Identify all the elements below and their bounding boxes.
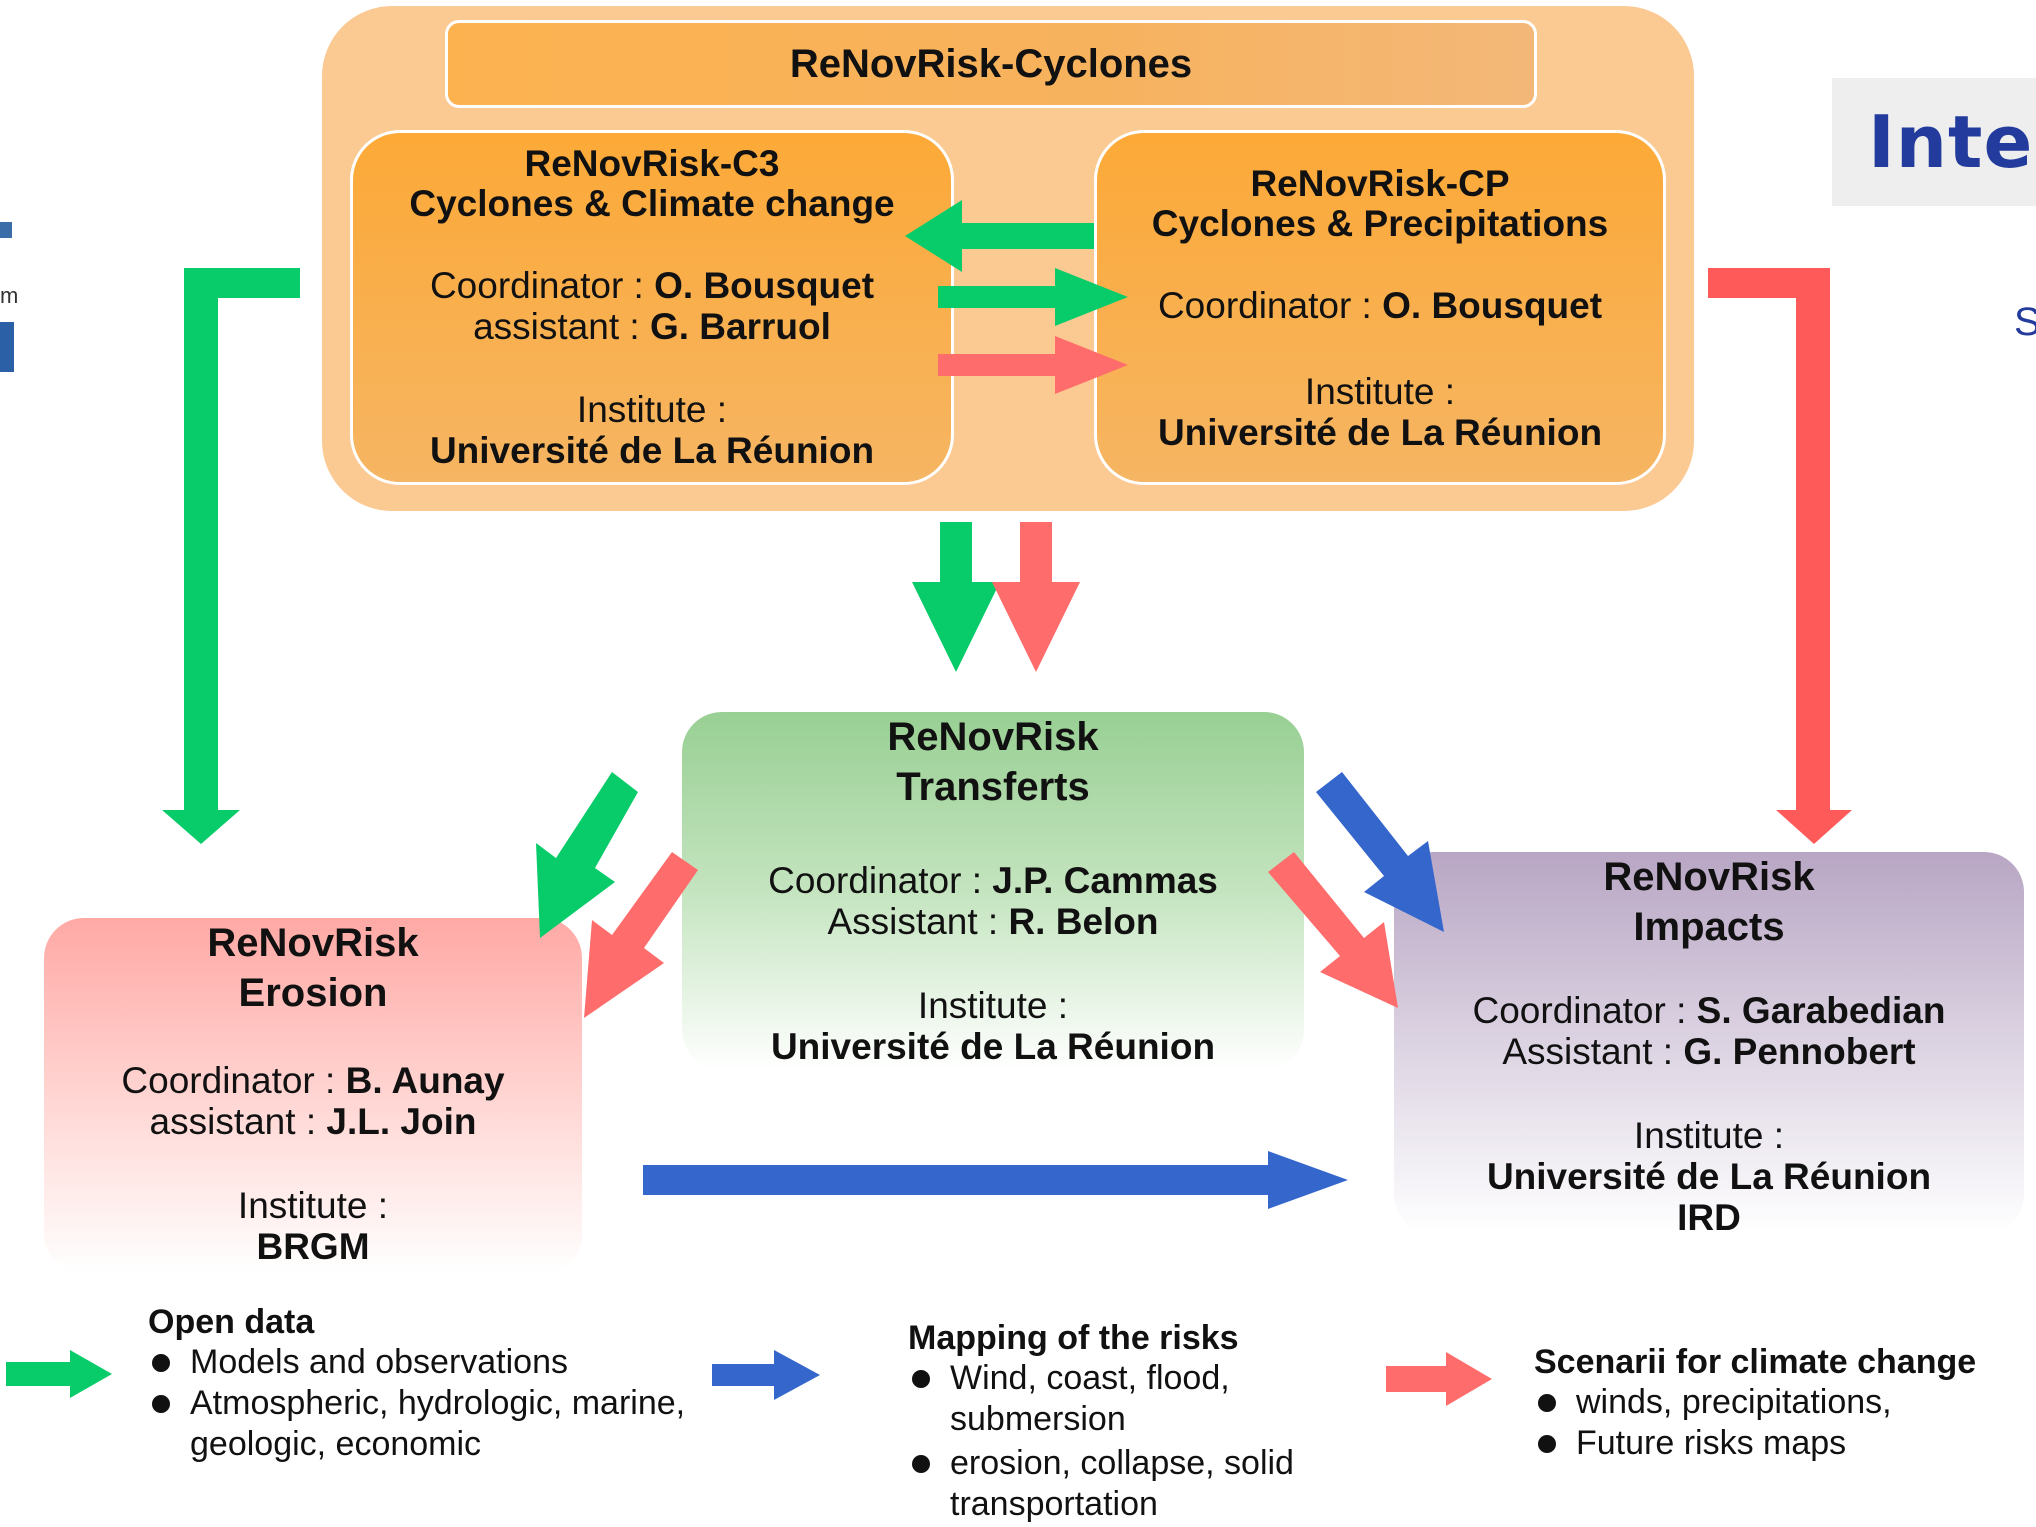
assistant-name: J.L. Join [326,1101,477,1142]
c3-institute-label: Institute : [576,389,728,430]
cp-institute: Université de La Réunion [1157,412,1603,453]
erosion-institute-label: Institute : [237,1185,389,1226]
coordinator-name: S. Garabedian [1696,990,1946,1031]
c3-box: ReNovRisk-C3 Cyclones & Climate change C… [350,130,954,485]
cyclones-title: ReNovRisk-Cyclones [445,20,1537,108]
impacts-title-line1: ReNovRisk [1603,855,1815,899]
transferts-title-line2: Transferts [896,765,1090,809]
c3-subtitle: Cyclones & Climate change [409,183,895,224]
transferts-coordinator-line: Coordinator : J.P. Cammas [682,860,1304,901]
erosion-assistant-line: assistant : J.L. Join [44,1101,582,1142]
legend-scenarii: Scenarii for climate change winds, preci… [1534,1342,2034,1464]
coordinator-name: O. Bousquet [654,265,875,306]
coordinator-label: Coordinator : [121,1060,346,1101]
erosion-coordinator-line: Coordinator : B. Aunay [44,1060,582,1101]
c3-coordinator-line: Coordinator : O. Bousquet [353,265,951,306]
legend-mapping: Mapping of the risks Wind, coast, flood,… [908,1318,1348,1525]
cp-name: ReNovRisk-CP [1250,163,1510,204]
red-arrow-down-transferts [992,522,1080,672]
coordinator-label: Coordinator : [1472,990,1697,1031]
coordinator-name: O. Bousquet [1382,285,1603,326]
cp-institute-label: Institute : [1304,371,1456,412]
legend-green-arrow [6,1350,112,1398]
blue-arrow-transferts-to-impacts [1316,772,1444,932]
c3-name: ReNovRisk-C3 [524,143,780,184]
legend-red-arrow [1386,1352,1492,1406]
legend-open-data-item: Models and observations [148,1342,708,1383]
green-arrow-cyclones-to-erosion [162,268,300,844]
coordinator-label: Coordinator : [429,265,655,306]
green-arrow-cp-to-c3 [905,200,1094,272]
erosion-institute: BRGM [256,1226,370,1267]
impacts-box: ReNovRisk Impacts Coordinator : S. Garab… [1394,852,2024,1238]
left-logo-mark [0,222,12,238]
assistant-label: Assistant : [827,901,1009,942]
red-arrow-c3-to-cp [938,336,1128,394]
legend-mapping-item: Wind, coast, flood, submersion [908,1358,1348,1440]
cp-coordinator-line: Coordinator : O. Bousquet [1097,285,1663,326]
c3-institute: Université de La Réunion [429,430,875,471]
assistant-name: G. Pennobert [1683,1031,1916,1072]
assistant-label: assistant : [473,306,650,347]
green-arrow-down-transferts [912,522,1000,672]
assistant-label: assistant : [149,1101,327,1142]
legend-mapping-title: Mapping of the risks [908,1319,1239,1357]
red-arrow-transferts-to-impacts [1268,852,1398,1008]
green-arrow-transferts-to-erosion [536,772,638,938]
erosion-title-line2: Erosion [238,971,388,1015]
red-arrow-cyclones-to-impacts [1708,268,1852,844]
cp-box: ReNovRisk-CP Cyclones & Precipitations C… [1094,130,1666,485]
impacts-institute-label: Institute : [1633,1115,1785,1156]
partner-logo-text: Inter [1868,100,2036,184]
assistant-name: R. Belon [1008,901,1159,942]
legend-scenarii-item: Future risks maps [1534,1423,2034,1464]
c3-assistant-line: assistant : G. Barruol [353,306,951,347]
legend-scenarii-title: Scenarii for climate change [1534,1343,1977,1381]
legend-open-data: Open data Models and observations Atmosp… [148,1302,708,1465]
transferts-box: ReNovRisk Transferts Coordinator : J.P. … [682,712,1304,1070]
coordinator-name: B. Aunay [345,1060,505,1101]
legend-scenarii-item: winds, precipitations, [1534,1382,2034,1423]
left-logo-text: m [0,283,19,308]
assistant-name: G. Barruol [649,306,831,347]
transferts-institute-label: Institute : [917,985,1069,1026]
blue-arrow-erosion-to-impacts [643,1151,1348,1209]
legend-mapping-item: erosion, collapse, solid transportation [908,1443,1348,1525]
impacts-coordinator-line: Coordinator : S. Garabedian [1394,990,2024,1031]
partner-logo-box [1832,78,2036,206]
partner-subtext: S [2014,300,2036,344]
left-logo-block [0,322,14,372]
transferts-title-line1: ReNovRisk [887,715,1099,759]
transferts-institute: Université de La Réunion [770,1026,1216,1067]
red-arrow-transferts-to-erosion [584,852,698,1018]
impacts-institute: Université de La Réunion [1486,1156,1932,1197]
coordinator-name: J.P. Cammas [992,860,1218,901]
legend-open-data-title: Open data [148,1303,315,1341]
green-arrow-c3-to-cp [938,268,1128,326]
legend-open-data-item: Atmospheric, hydrologic, marine, geologi… [148,1383,708,1465]
impacts-institute2: IRD [1677,1197,1741,1238]
transferts-assistant-line: Assistant : R. Belon [682,901,1304,942]
assistant-label: Assistant : [1502,1031,1684,1072]
coordinator-label: Coordinator : [768,860,993,901]
impacts-assistant-line: Assistant : G. Pennobert [1394,1031,2024,1072]
erosion-title-line1: ReNovRisk [207,921,419,965]
cp-subtitle: Cyclones & Precipitations [1151,203,1609,244]
erosion-box: ReNovRisk Erosion Coordinator : B. Aunay… [44,918,582,1274]
impacts-title-line2: Impacts [1633,905,1785,949]
coordinator-label: Coordinator : [1157,285,1383,326]
legend-blue-arrow [712,1350,820,1400]
